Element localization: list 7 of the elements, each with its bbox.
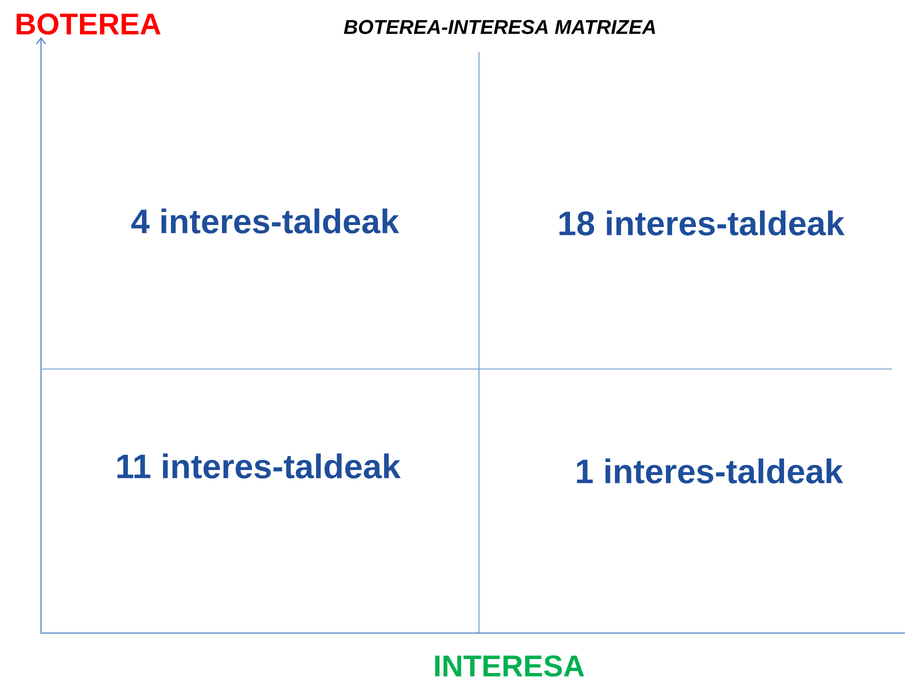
quadrant-label: 4 interes-taldeak [131,208,400,234]
title: BOTEREA-INTERESA MATRIZEA [344,20,656,34]
quadrant-label: 11 interes-taldeak [117,454,401,478]
quadrant-label: 1 interes-taldeak [576,458,844,484]
quadrant-label: 18 interes-taldeak [560,210,845,236]
axis-title: BOTEREA [16,13,161,35]
axis-title: INTERESA [435,655,584,677]
